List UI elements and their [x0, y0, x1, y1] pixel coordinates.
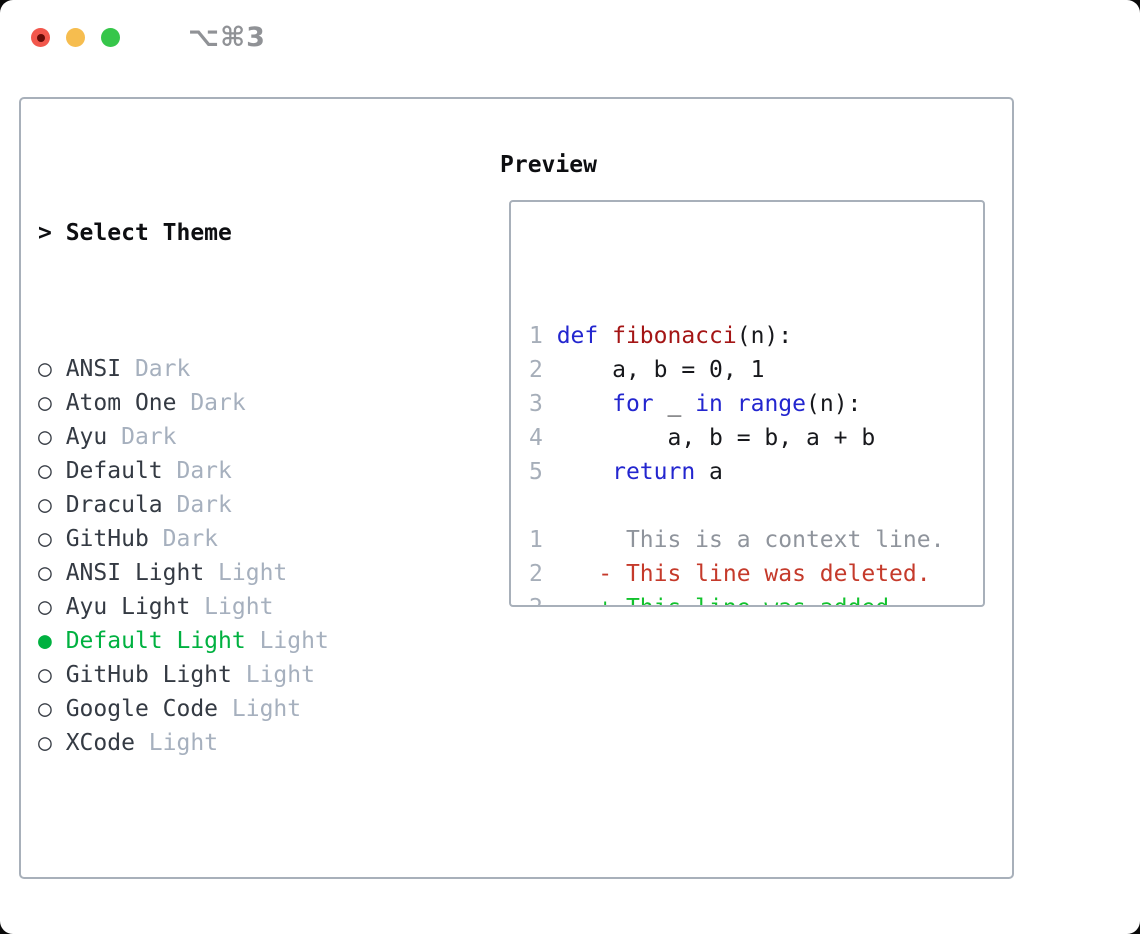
theme-option-default[interactable]: ○ Default Dark: [38, 454, 426, 488]
theme-option-ayu-light[interactable]: ○ Ayu Light Light: [38, 590, 426, 624]
theme-option-dracula[interactable]: ○ Dracula Dark: [38, 488, 426, 522]
preview-code-line: 2 - This line was deleted.: [529, 561, 931, 587]
radio-unselected-icon: ○: [38, 492, 66, 518]
preview-title: Preview: [500, 152, 597, 178]
preview-pane: 1 def fibonacci(n): 2 a, b = 0, 1 3 for _ …: [509, 200, 985, 607]
theme-list: ○ ANSI Dark○ Atom One Dark○ Ayu Dark○ De…: [38, 352, 426, 760]
theme-option-github-light[interactable]: ○ GitHub Light Light: [38, 658, 426, 692]
theme-option-default-light[interactable]: ● Default Light Light: [38, 624, 426, 658]
theme-name: Default: [65, 458, 163, 484]
theme-variant-tag: Light: [134, 730, 219, 756]
theme-variant-tag: Dark: [162, 492, 232, 518]
theme-option-atom-one[interactable]: ○ Atom One Dark: [38, 386, 426, 420]
theme-variant-tag: Light: [204, 560, 288, 586]
focus-cursor-icon: >: [38, 220, 66, 246]
radio-unselected-icon: ○: [38, 356, 66, 382]
theme-name: Google Code: [65, 696, 219, 722]
radio-unselected-icon: ○: [38, 560, 66, 586]
theme-settings-panel: > Select Theme ○ ANSI Dark○ Atom One Dar…: [19, 97, 1014, 879]
preview-code-line: 1 This is a context line.: [529, 527, 945, 553]
radio-unselected-icon: ○: [38, 594, 66, 620]
radio-unselected-icon: ○: [38, 390, 66, 416]
preview-code-line: 3 for _ in range(n):: [529, 391, 862, 417]
radio-unselected-icon: ○: [38, 458, 66, 484]
theme-option-google-code[interactable]: ○ Google Code Light: [38, 692, 426, 726]
preview-code-line: 1 def fibonacci(n):: [529, 323, 793, 349]
spacer: [38, 862, 426, 896]
theme-name: Dracula: [65, 492, 163, 518]
close-button[interactable]: [31, 27, 50, 47]
theme-name: Default Light: [65, 628, 246, 654]
preview-code-line: 5 return a: [529, 459, 723, 485]
title-bar: ⌥⌘3: [0, 0, 1140, 74]
theme-option-ansi[interactable]: ○ ANSI Dark: [38, 352, 426, 386]
radio-selected-icon: ●: [38, 628, 66, 654]
preview-code-line: [529, 489, 983, 523]
select-theme-label: Select Theme: [65, 220, 232, 246]
preview-code-line: [529, 285, 983, 319]
radio-unselected-icon: ○: [38, 730, 66, 756]
theme-name: GitHub Light: [65, 662, 232, 688]
radio-unselected-icon: ○: [38, 526, 66, 552]
theme-selector-column: > Select Theme ○ ANSI Dark○ Atom One Dar…: [38, 148, 426, 934]
radio-unselected-icon: ○: [38, 696, 66, 722]
theme-variant-tag: Light: [190, 594, 274, 620]
theme-variant-tag: Dark: [121, 356, 191, 382]
theme-variant-tag: Light: [245, 628, 329, 654]
theme-variant-tag: Dark: [176, 390, 246, 416]
preview-code-line: 4 a, b = b, a + b: [529, 425, 876, 451]
preview-code: 1 def fibonacci(n): 2 a, b = 0, 1 3 for _ …: [529, 285, 983, 605]
theme-variant-tag: Dark: [107, 424, 177, 450]
theme-name: ANSI Light: [65, 560, 205, 586]
select-theme-header: > Select Theme: [38, 216, 426, 250]
preview-code-line: 2 + This line was added.: [529, 591, 983, 605]
theme-variant-tag: Light: [231, 662, 315, 688]
theme-option-ansi-light[interactable]: ○ ANSI Light Light: [38, 556, 426, 590]
theme-variant-tag: Light: [218, 696, 302, 722]
theme-option-github[interactable]: ○ GitHub Dark: [38, 522, 426, 556]
theme-name: Ayu: [65, 424, 108, 450]
theme-name: Ayu Light: [65, 594, 191, 620]
theme-name: Atom One: [65, 390, 177, 416]
theme-variant-tag: Dark: [162, 458, 232, 484]
theme-name: GitHub: [65, 526, 149, 552]
theme-option-xcode[interactable]: ○ XCode Light: [38, 726, 426, 760]
minimize-button[interactable]: [66, 27, 85, 47]
radio-unselected-icon: ○: [38, 662, 66, 688]
theme-variant-tag: Dark: [148, 526, 219, 552]
zoom-button[interactable]: [101, 27, 120, 47]
window-title: ⌥⌘3: [188, 21, 266, 53]
theme-option-ayu[interactable]: ○ Ayu Dark: [38, 420, 426, 454]
radio-unselected-icon: ○: [38, 424, 66, 450]
theme-name: XCode: [65, 730, 135, 756]
theme-name: ANSI: [65, 356, 122, 382]
preview-code-line: 2 a, b = 0, 1: [529, 357, 765, 383]
